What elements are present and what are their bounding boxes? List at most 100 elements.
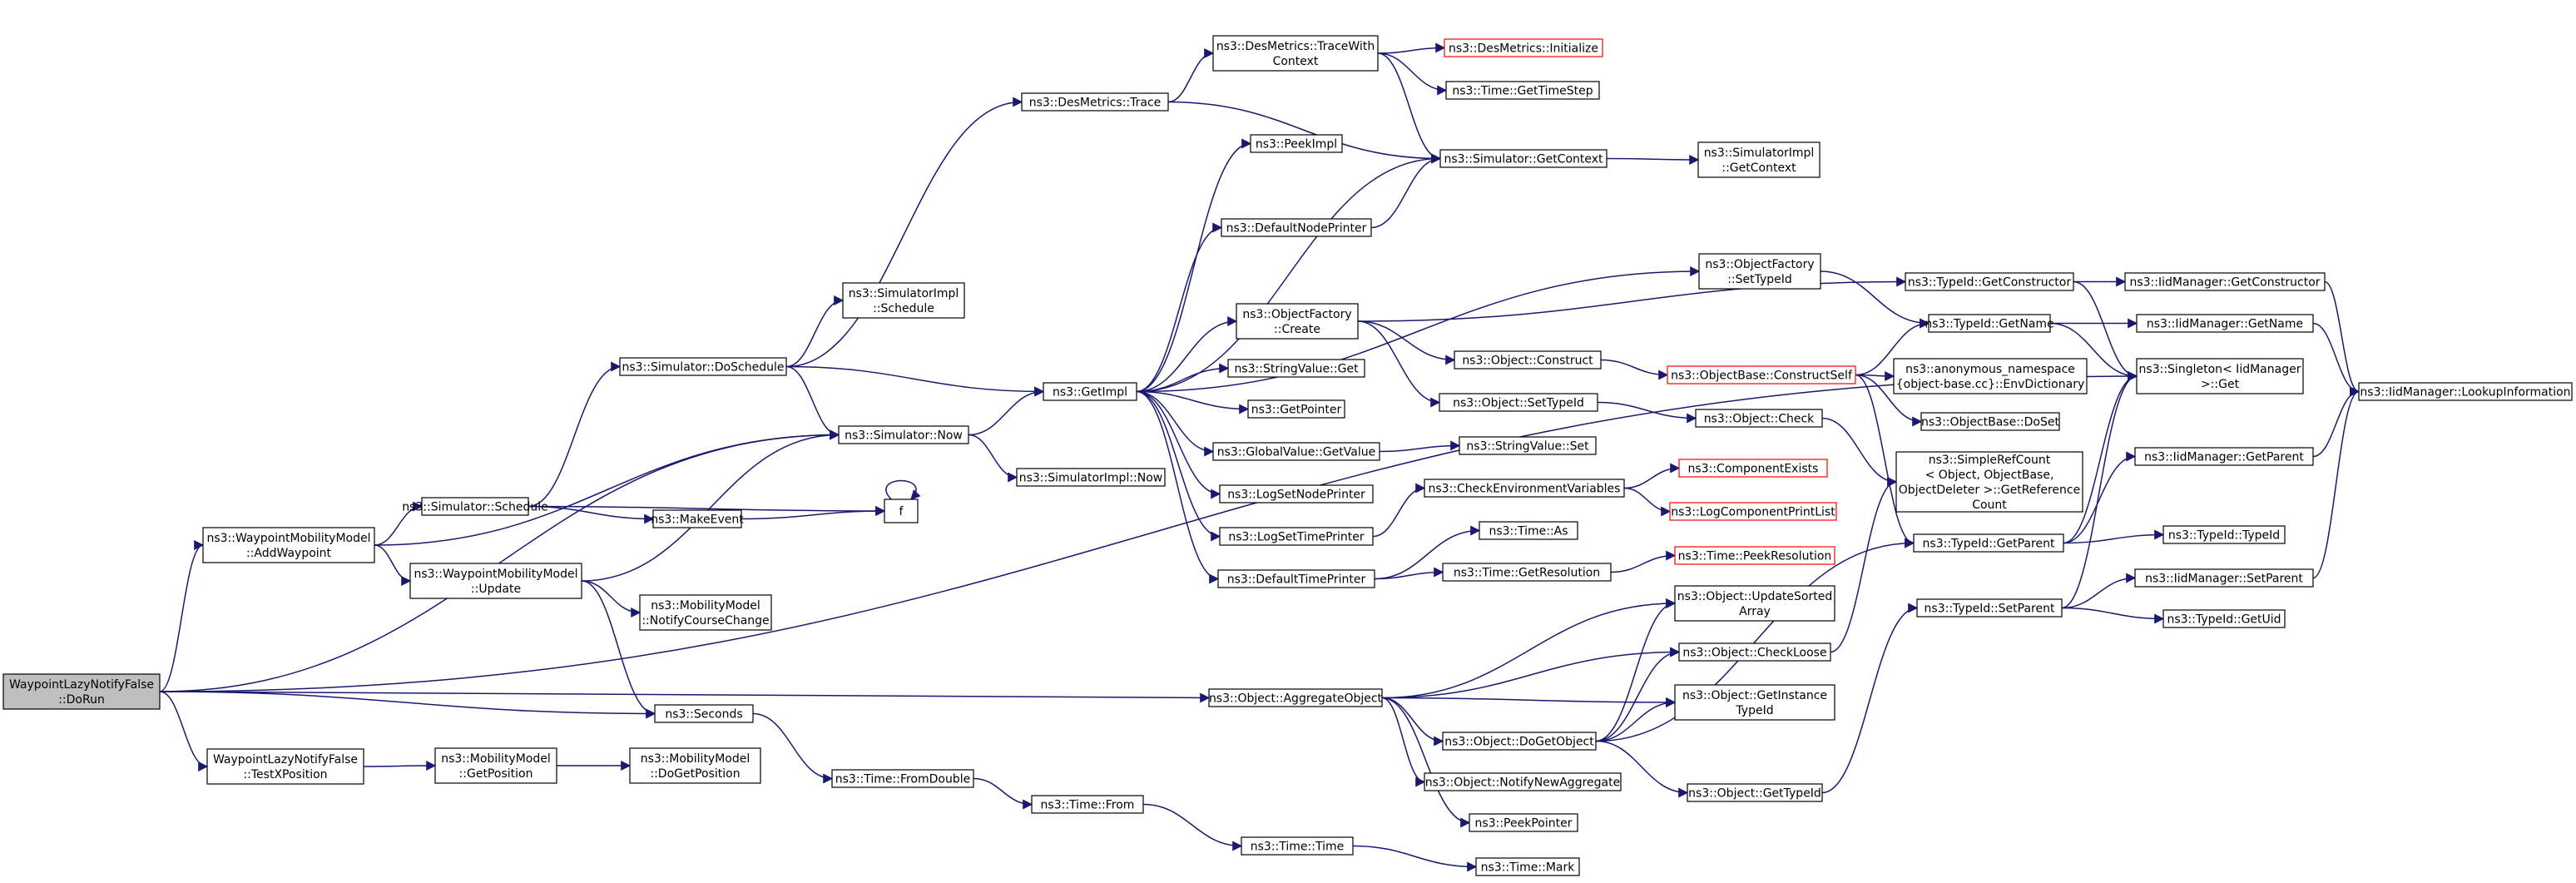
node-mm_notify[interactable]: ns3::MobilityModel::NotifyCourseChange — [639, 594, 772, 631]
node-simimpl_schedule[interactable]: ns3::SimulatorImpl::Schedule — [842, 282, 965, 319]
edge-defaulttimeprinter-to-time_getresolution — [1374, 567, 1444, 580]
node-box — [1439, 149, 1608, 168]
node-simimpl_getcontext[interactable]: ns3::SimulatorImpl::GetContext — [1697, 141, 1821, 178]
node-time_from[interactable]: ns3::Time::From — [1031, 795, 1144, 814]
node-globalvalue_getvalue[interactable]: ns3::GlobalValue::GetValue — [1212, 442, 1380, 461]
node-simplerefcount[interactable]: ns3::SimpleRefCount< Object, ObjectBase,… — [1895, 451, 2083, 513]
node-componentexists[interactable]: ns3::ComponentExists — [1678, 459, 1828, 478]
node-root[interactable]: WaypointLazyNotifyFalse::DoRun — [2, 673, 161, 710]
node-peekimpl[interactable]: ns3::PeekImpl — [1250, 134, 1343, 153]
node-box — [1695, 409, 1823, 428]
node-label: ::DoRun — [58, 693, 105, 707]
node-logsetnodeprinter[interactable]: ns3::LogSetNodePrinter — [1219, 484, 1374, 504]
edge-obj_aggregate-to-obj_updatesorted — [1381, 598, 1677, 699]
node-iid_lookupinfo[interactable]: ns3::IidManager::LookupInformation — [2358, 382, 2573, 401]
node-typeid_getname[interactable]: ns3::TypeId::GetName — [1925, 314, 2054, 333]
node-of_settypeid[interactable]: ns3::ObjectFactory::SetTypeId — [1698, 253, 1821, 290]
node-of_create[interactable]: ns3::ObjectFactory::Create — [1236, 303, 1359, 340]
node-label: ::GetContext — [1721, 161, 1796, 175]
node-box — [831, 769, 974, 788]
node-peekpointer[interactable]: ns3::PeekPointer — [1469, 813, 1578, 832]
node-typeid_setparent[interactable]: ns3::TypeId::SetParent — [1916, 598, 2063, 618]
node-time_mark[interactable]: ns3::Time::Mark — [1475, 857, 1580, 876]
node-box — [1227, 359, 1365, 378]
node-box — [639, 594, 772, 631]
node-wmm_add[interactable]: ns3::WaypointMobilityModel::AddWaypoint — [202, 527, 375, 563]
edge-seconds-to-time_fromdouble — [752, 712, 834, 784]
node-singleton_get[interactable]: ns3::Singleton< IidManager>::Get — [2136, 358, 2304, 394]
node-defaultnodeprinter[interactable]: ns3::DefaultNodePrinter — [1221, 218, 1372, 237]
node-label: ns3::ObjectFactory — [1705, 258, 1814, 271]
edge-getimpl-to-stringvalue_get — [1136, 363, 1230, 393]
edge-obj_aggregate-to-obj_checkloose — [1381, 647, 1681, 699]
node-typeid_getuid[interactable]: ns3::TypeId::GetUid — [2162, 609, 2286, 628]
node-label: ns3::MobilityModel — [651, 599, 760, 613]
node-makeevent[interactable]: ns3::MakeEvent — [651, 509, 744, 528]
edge-typeid_setparent-to-typeid_getuid — [2061, 607, 2165, 624]
node-defaulttimeprinter[interactable]: ns3::DefaultTimePrinter — [1217, 569, 1375, 588]
node-box — [1687, 783, 1823, 802]
node-getimpl[interactable]: ns3::GetImpl — [1043, 382, 1137, 401]
node-label: ns3::Simulator::Now — [845, 429, 963, 443]
node-typeid_getparent[interactable]: ns3::TypeId::GetParent — [1913, 533, 2064, 553]
node-desm_init[interactable]: ns3::DesMetrics::Initialize — [1444, 38, 1603, 57]
node-time_getresolution[interactable]: ns3::Time::GetResolution — [1442, 563, 1612, 582]
node-obj_notifynewagg[interactable]: ns3::Object::NotifyNewAggregate — [1424, 772, 1622, 791]
node-sim_schedule[interactable]: ns3::Simulator::Schedule — [402, 497, 548, 516]
node-time_fromdouble[interactable]: ns3::Time::FromDouble — [831, 769, 974, 788]
node-iid_getname[interactable]: ns3::IidManager::GetName — [2136, 314, 2314, 333]
node-obj_checkloose[interactable]: ns3::Object::CheckLoose — [1678, 642, 1831, 662]
node-typeid_getconstructor[interactable]: ns3::TypeId::GetConstructor — [1905, 272, 2074, 291]
node-objbase_constructself[interactable]: ns3::ObjectBase::ConstructSelf — [1667, 365, 1856, 384]
edge-getimpl-to-of_settypeid — [1136, 266, 1701, 393]
node-mm_getpos[interactable]: ns3::MobilityModel::GetPosition — [434, 747, 557, 784]
node-f[interactable]: f — [884, 499, 919, 523]
node-box — [1217, 569, 1375, 588]
node-seconds[interactable]: ns3::Seconds — [654, 704, 754, 723]
node-sim_getcontext[interactable]: ns3::Simulator::GetContext — [1439, 149, 1608, 168]
node-obj_gettypeid[interactable]: ns3::Object::GetTypeId — [1687, 783, 1823, 802]
node-getpointer[interactable]: ns3::GetPointer — [1247, 399, 1345, 419]
node-label: ns3::Simulator::DoSchedule — [622, 361, 785, 375]
node-obj_construct[interactable]: ns3::Object::Construct — [1454, 350, 1602, 370]
edge-defaulttimeprinter-to-time_as — [1374, 525, 1481, 580]
node-wmm_update[interactable]: ns3::WaypointMobilityModel::Update — [409, 563, 582, 599]
node-time_time[interactable]: ns3::Time::Time — [1241, 836, 1354, 856]
node-iid_getparent[interactable]: ns3::IidManager::GetParent — [2134, 447, 2314, 466]
node-anon_envdict[interactable]: ns3::anonymous_namespace{object-base.cc}… — [1893, 358, 2088, 394]
node-time_peekresolution[interactable]: ns3::Time::PeekResolution — [1674, 546, 1835, 565]
node-label: ::SetTypeId — [1727, 273, 1792, 286]
node-sim_now[interactable]: ns3::Simulator::Now — [838, 425, 969, 444]
node-mm_dogetpos[interactable]: ns3::MobilityModel::DoGetPosition — [629, 747, 761, 784]
node-typeid_typeid[interactable]: ns3::TypeId::TypeId — [2162, 525, 2286, 544]
node-objbase_doset[interactable]: ns3::ObjectBase::DoSet — [1920, 412, 2060, 431]
node-obj_aggregate[interactable]: ns3::Object::AggregateObject — [1208, 688, 1383, 707]
node-time_gettimestep[interactable]: ns3::Time::GetTimeStep — [1445, 81, 1600, 100]
node-desm_trace[interactable]: ns3::DesMetrics::Trace — [1021, 92, 1169, 112]
node-obj_dogetobject[interactable]: ns3::Object::DoGetObject — [1442, 732, 1597, 751]
node-sim_doschedule[interactable]: ns3::Simulator::DoSchedule — [619, 357, 787, 376]
edge-getimpl-to-sim_getcontext — [1136, 153, 1442, 393]
edge-obj_checkloose-to-simplerefcount — [1830, 477, 1898, 653]
node-obj_settypeid[interactable]: ns3::Object::SetTypeId — [1439, 393, 1598, 412]
node-label: ::DoGetPosition — [650, 767, 740, 781]
node-obj_check[interactable]: ns3::Object::Check — [1695, 409, 1823, 428]
node-iid_setparent[interactable]: ns3::IidManager::SetParent — [2134, 568, 2314, 588]
node-stringvalue_set[interactable]: ns3::StringValue::Set — [1459, 436, 1597, 455]
node-iid_getconstructor[interactable]: ns3::IidManager::GetConstructor — [2124, 272, 2326, 291]
node-testx[interactable]: WaypointLazyNotifyFalse::TestXPosition — [206, 748, 364, 785]
node-simimpl_now[interactable]: ns3::SimulatorImpl::Now — [1016, 468, 1166, 487]
node-checkenvvars[interactable]: ns3::CheckEnvironmentVariables — [1424, 479, 1625, 498]
node-logcomponentprintlist[interactable]: ns3::LogComponentPrintList — [1669, 502, 1837, 521]
node-stringvalue_get[interactable]: ns3::StringValue::Get — [1227, 359, 1365, 378]
node-label: {object-base.cc}::EnvDictionary — [1896, 378, 2084, 391]
node-box — [202, 527, 375, 563]
node-logsettimeprinter[interactable]: ns3::LogSetTimePrinter — [1219, 527, 1374, 546]
edge-f-to-f — [885, 479, 921, 500]
node-box — [1459, 436, 1597, 455]
node-time_as[interactable]: ns3::Time::As — [1479, 521, 1578, 540]
